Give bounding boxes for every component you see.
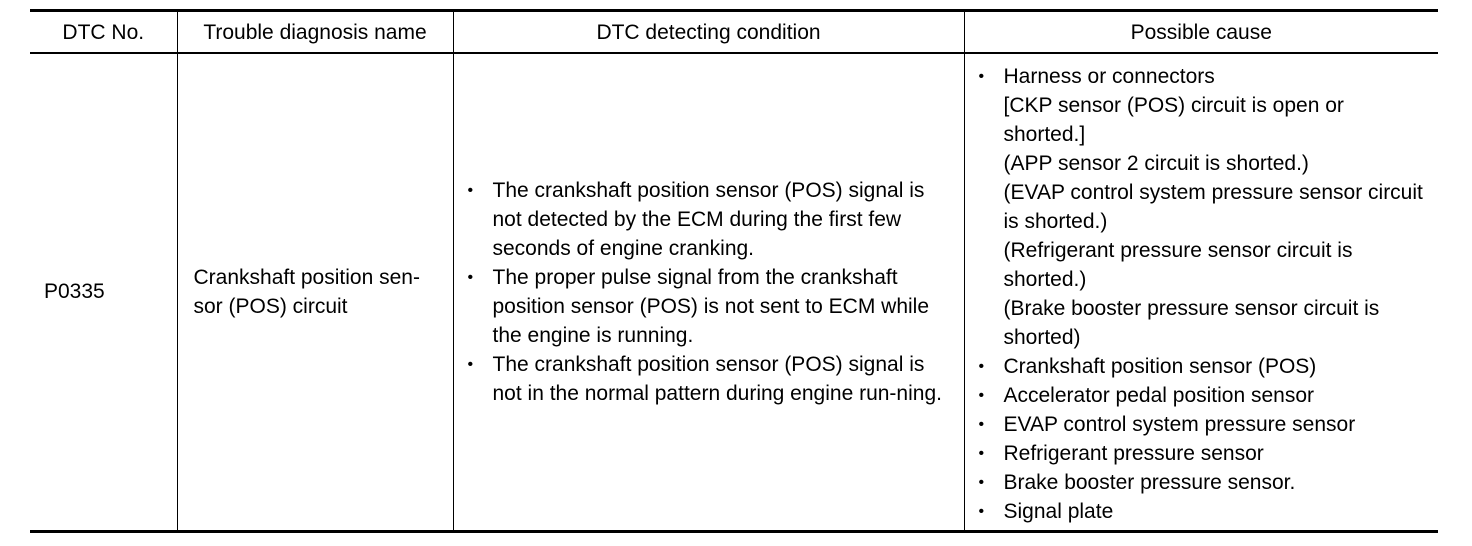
- header-trouble-diagnosis-name: Trouble diagnosis name: [176, 9, 454, 54]
- dtc-table: DTC No. Trouble diagnosis name DTC detec…: [30, 9, 1438, 533]
- condition-item: The crankshaft position sensor (POS) sig…: [466, 176, 954, 263]
- cause-item: Crankshaft position sensor (POS): [977, 352, 1431, 381]
- cause-item: Accelerator pedal position sensor: [977, 381, 1431, 410]
- cause-item-label: Harness or connectors: [1003, 65, 1215, 89]
- header-possible-cause: Possible cause: [963, 9, 1438, 54]
- cause-detail: (Brake booster pressure sensor circuit i…: [1003, 297, 1380, 350]
- cell-possible-cause: Harness or connectors [CKP sensor (POS) …: [963, 52, 1438, 533]
- cell-detecting-condition: The crankshaft position sensor (POS) sig…: [452, 52, 965, 533]
- condition-item: The proper pulse signal from the cranksh…: [466, 263, 954, 350]
- header-dtc-no: DTC No.: [30, 9, 178, 54]
- header-dtc-detecting-condition: DTC detecting condition: [452, 9, 965, 54]
- cell-dtc-no: P0335: [30, 52, 178, 533]
- cause-item: Brake booster pressure sensor.: [977, 468, 1431, 497]
- cause-detail: (APP sensor 2 circuit is shorted.): [1003, 152, 1309, 176]
- cause-detail: (EVAP control system pressure sensor cir…: [1003, 181, 1423, 234]
- condition-item: The crankshaft position sensor (POS) sig…: [466, 350, 954, 408]
- cell-trouble-diagnosis-name: Crankshaft position sen-sor (POS) circui…: [176, 52, 454, 533]
- cause-item: EVAP control system pressure sensor: [977, 410, 1431, 439]
- condition-list: The crankshaft position sensor (POS) sig…: [466, 176, 954, 408]
- cause-item: Refrigerant pressure sensor: [977, 439, 1431, 468]
- table-row: P0335 Crankshaft position sen-sor (POS) …: [30, 52, 1438, 533]
- table-header-row: DTC No. Trouble diagnosis name DTC detec…: [30, 9, 1438, 54]
- cause-list: Harness or connectors [CKP sensor (POS) …: [977, 62, 1431, 526]
- cause-detail: (Refrigerant pressure sensor circuit is …: [1003, 239, 1353, 292]
- cause-item: Harness or connectors [CKP sensor (POS) …: [977, 62, 1431, 352]
- cause-item: Signal plate: [977, 497, 1431, 526]
- cause-detail: [CKP sensor (POS) circuit is open or sho…: [1003, 94, 1344, 147]
